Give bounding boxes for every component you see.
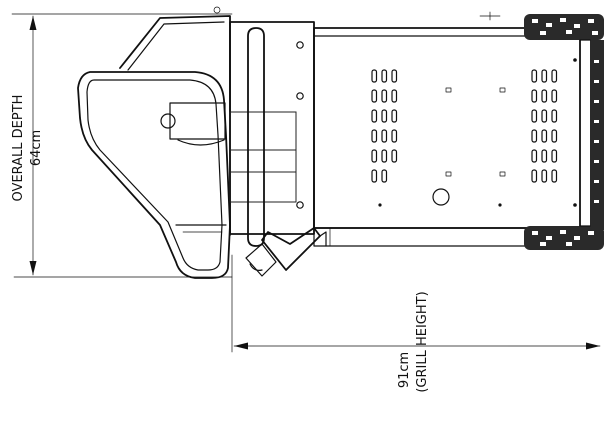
fastener-2 (499, 87, 506, 93)
vent-slots-right (531, 69, 558, 183)
rivet-1 (378, 203, 382, 207)
knob-bracket (177, 139, 225, 146)
bottom-tray (313, 227, 529, 247)
fastener-3 (445, 171, 452, 177)
regulator-bracket (319, 231, 327, 247)
wheel-bottom (524, 226, 604, 250)
overall-depth-dimension: OVERALL DEPTH 64cm (11, 13, 233, 278)
regulator-fitting (261, 227, 321, 271)
wheel-top (524, 14, 604, 40)
grill-height-dimension: 91cm (GRILL HEIGHT) (231, 254, 601, 393)
overall-depth-value: 64cm (29, 130, 44, 166)
hood-outline (119, 15, 231, 236)
firebox-interior (229, 111, 297, 203)
grill-main-body (313, 27, 581, 229)
control-knob (160, 113, 176, 129)
depth-arrow-top (29, 16, 37, 30)
regulator-threads (249, 263, 263, 271)
height-arrow-left (234, 342, 248, 350)
bolt-icon-3 (296, 201, 304, 209)
fastener-4 (499, 171, 506, 177)
depth-arrow-bottom (29, 261, 37, 275)
grill-body (77, 6, 604, 279)
height-arrow-right (586, 342, 600, 350)
temperature-gauge-icon (432, 188, 450, 206)
grill-height-label: (GRILL HEIGHT) (415, 291, 430, 392)
front-handle-loop (77, 71, 231, 279)
rivet-3 (573, 58, 577, 62)
lid-handle-bar (247, 27, 265, 247)
vent-slots-left (371, 69, 398, 183)
wheel-axle-right (590, 40, 604, 230)
bolt-icon-1 (296, 41, 304, 49)
hood-hinge-icon (213, 6, 221, 14)
rivet-2 (498, 203, 502, 207)
control-knob-housing (169, 102, 226, 140)
overall-depth-label: OVERALL DEPTH (11, 95, 26, 202)
grill-height-value: 91cm (397, 352, 412, 388)
front-handle-inner (86, 79, 223, 271)
rivet-4 (573, 203, 577, 207)
regulator-valve (245, 243, 277, 277)
hood-inner-edge (127, 21, 225, 71)
fastener-1 (445, 87, 452, 93)
bolt-icon-2 (296, 92, 304, 100)
